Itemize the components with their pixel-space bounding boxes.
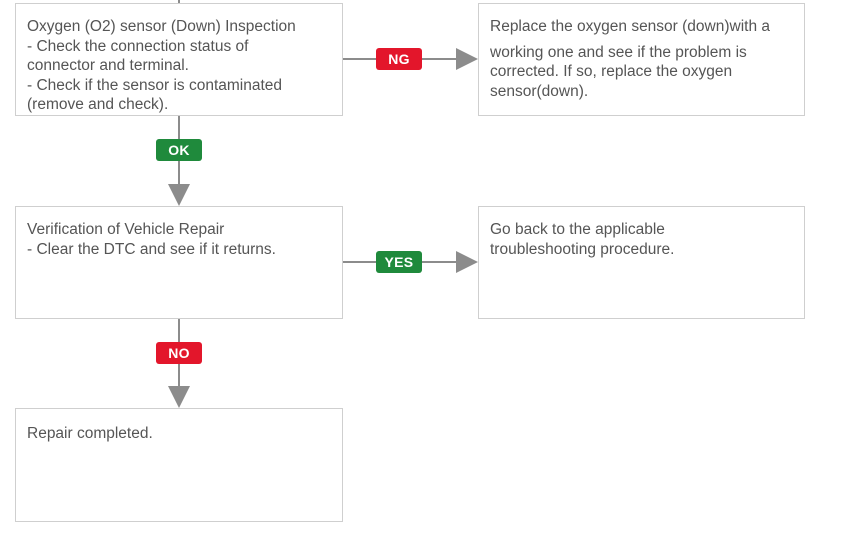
verification-title: Verification of Vehicle Repair xyxy=(27,221,225,238)
no-badge: NO xyxy=(156,342,202,364)
replace-line: sensor(down). xyxy=(490,82,589,100)
go-back-box: Go back to the applicable troubleshootin… xyxy=(478,206,805,319)
inspection-line: connector and terminal. xyxy=(27,57,189,74)
go-back-line: troubleshooting procedure. xyxy=(490,240,675,258)
replace-line: working one and see if the problem is xyxy=(490,43,747,61)
inspection-line: - Check if the sensor is contaminated xyxy=(27,76,283,94)
no-arrowhead xyxy=(168,386,190,408)
inspection-line: - Check the connection status of xyxy=(27,37,249,55)
ng-badge: NG xyxy=(376,48,422,70)
replace-line: corrected. If so, replace the oxygen xyxy=(490,63,733,80)
verification-line: - Clear the DTC and see if it returns. xyxy=(27,240,276,258)
completed-line: Repair completed. xyxy=(27,425,153,442)
inspection-line: (remove and check). xyxy=(27,96,169,113)
inspection-step-box: Oxygen (O2) sensor (Down) Inspection - C… xyxy=(15,3,343,116)
yes-badge: YES xyxy=(376,251,422,273)
repair-completed-box: Repair completed. xyxy=(15,408,343,522)
replace-line: Replace the oxygen sensor (down)with a xyxy=(490,18,771,35)
yes-arrowhead xyxy=(456,251,478,273)
go-back-line: Go back to the applicable xyxy=(490,221,665,238)
ok-badge: OK xyxy=(156,139,202,161)
inspection-title: Oxygen (O2) sensor (Down) Inspection xyxy=(27,18,296,35)
replace-sensor-box: Replace the oxygen sensor (down)with a w… xyxy=(478,3,805,116)
verification-step-box: Verification of Vehicle Repair - Clear t… xyxy=(15,206,343,319)
ng-arrowhead xyxy=(456,48,478,70)
ok-arrowhead xyxy=(168,184,190,206)
